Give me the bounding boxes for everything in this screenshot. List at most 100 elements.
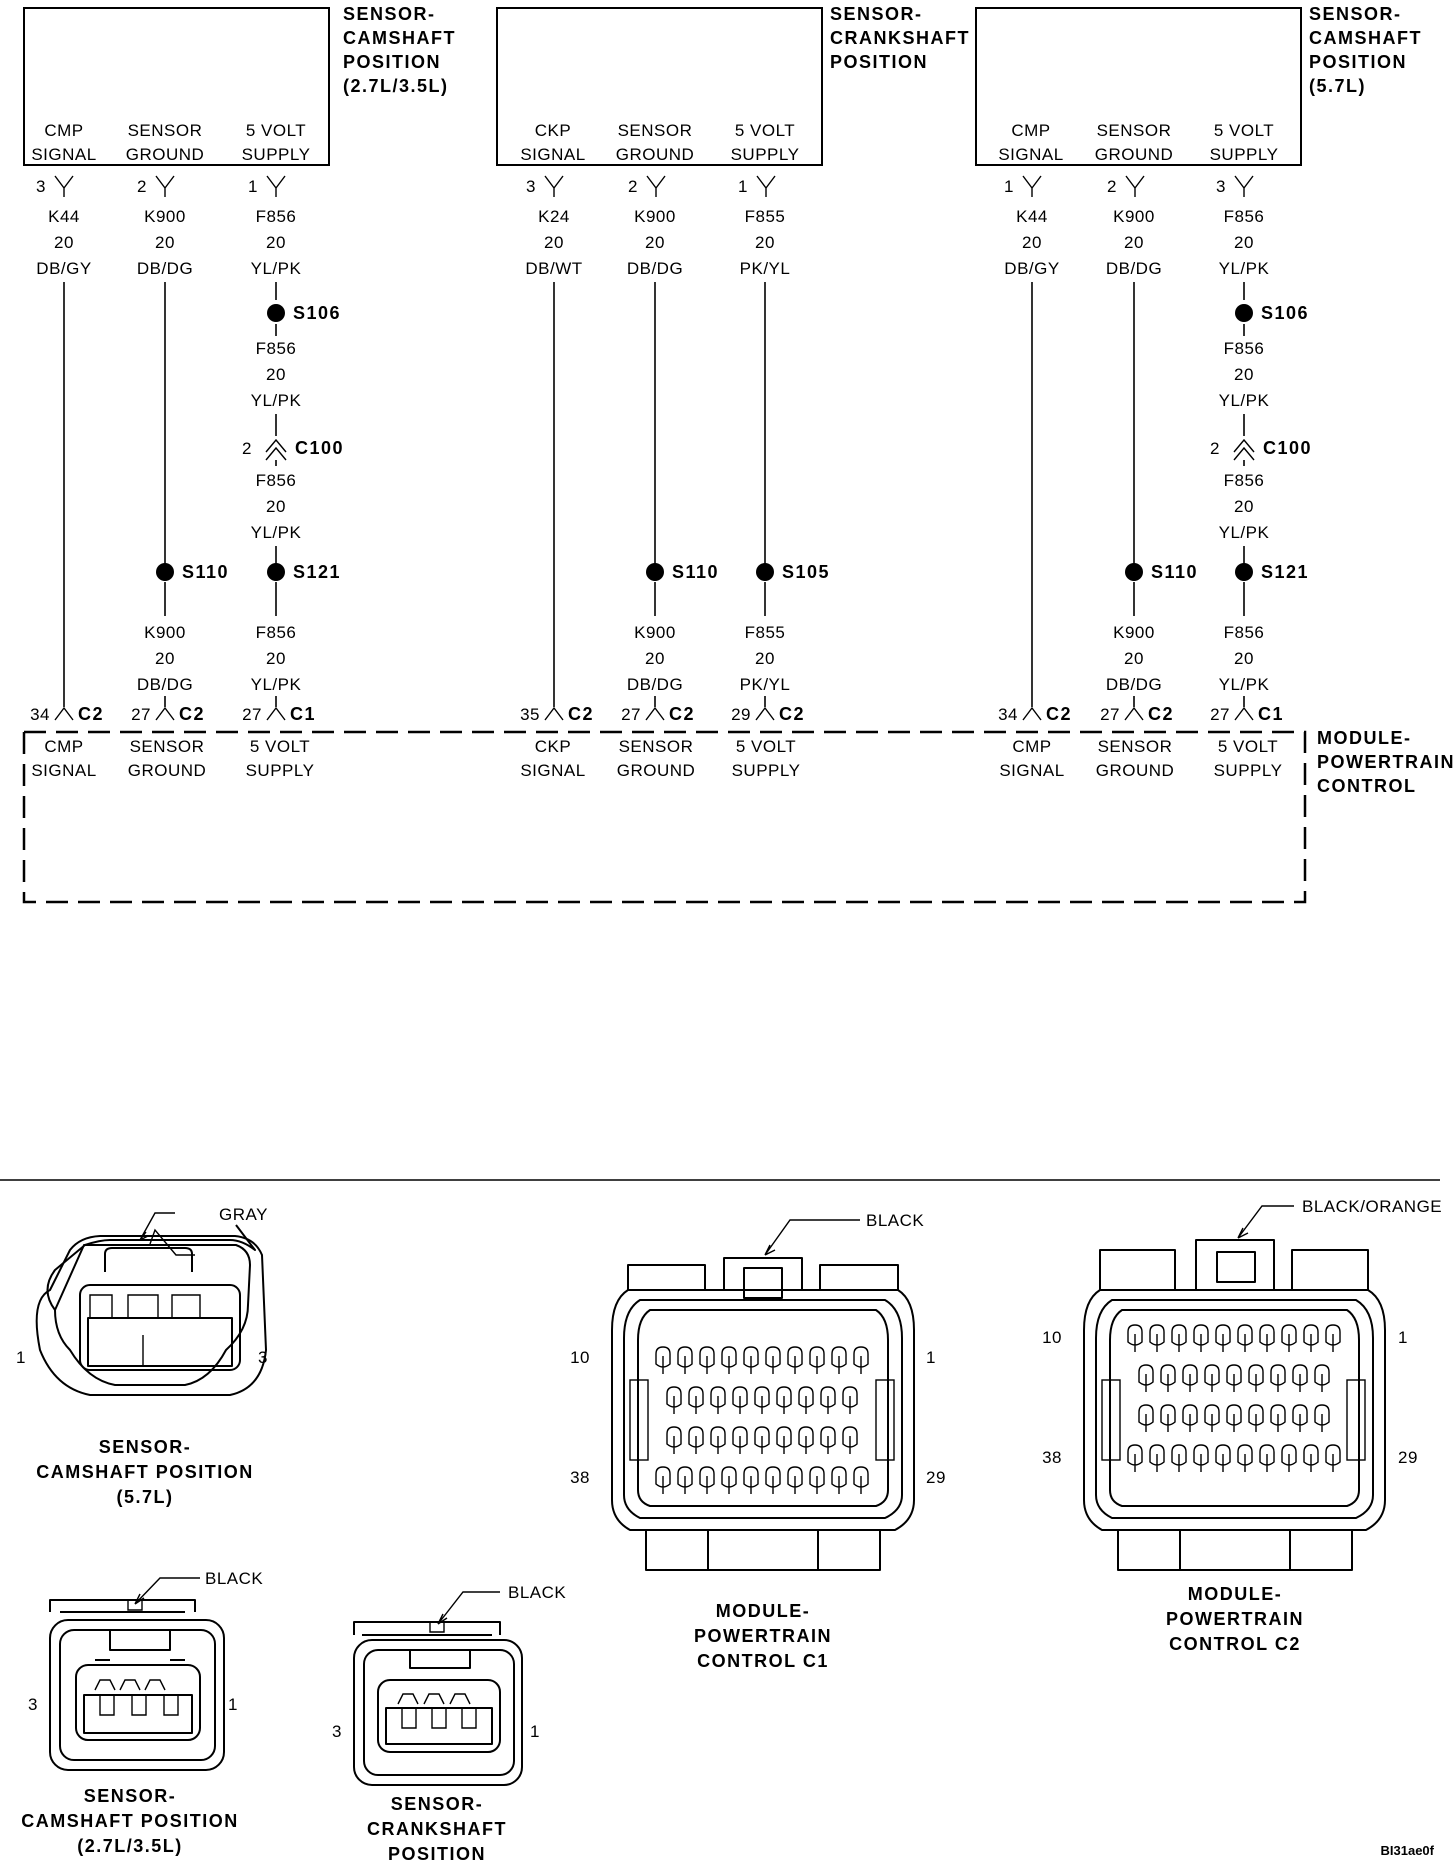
connector-color: BLACK: [205, 1569, 263, 1588]
svg-text:SIGNAL: SIGNAL: [520, 761, 585, 780]
svg-text:DB/DG: DB/DG: [1106, 259, 1162, 278]
svg-text:CAMSHAFT POSITION: CAMSHAFT POSITION: [21, 1811, 239, 1831]
svg-text:K900: K900: [634, 623, 676, 642]
pin-cavity: [1182, 1404, 1198, 1432]
svg-text:29: 29: [1398, 1448, 1418, 1467]
pin-cavity: [1171, 1324, 1187, 1352]
svg-text:20: 20: [755, 233, 775, 252]
svg-text:SUPPLY: SUPPLY: [242, 145, 311, 164]
svg-text:YL/PK: YL/PK: [251, 523, 302, 542]
svg-text:C1: C1: [1258, 704, 1284, 724]
svg-text:GROUND: GROUND: [128, 761, 207, 780]
pin-cavity: [1237, 1444, 1253, 1472]
pcm-pin-number: 34: [30, 705, 50, 724]
pin-cavity: [776, 1386, 792, 1414]
svg-text:20: 20: [1022, 233, 1042, 252]
svg-text:1: 1: [16, 1348, 26, 1367]
svg-text:29: 29: [926, 1468, 946, 1487]
svg-text:S121: S121: [1261, 562, 1309, 582]
pin-cavity: [809, 1346, 825, 1374]
pin-cavity: [688, 1386, 704, 1414]
svg-text:SENSOR: SENSOR: [1097, 121, 1172, 140]
pin-cavity: [1292, 1364, 1308, 1392]
pin-cavity-grid: [1127, 1324, 1341, 1472]
svg-text:29: 29: [731, 705, 751, 724]
svg-text:K24: K24: [538, 207, 570, 226]
svg-text:POWERTRAIN: POWERTRAIN: [1317, 752, 1455, 772]
figure-code: BI31ae0f: [1381, 1843, 1435, 1858]
pin-cavity: [1193, 1324, 1209, 1352]
svg-text:S105: S105: [782, 562, 830, 582]
svg-text:5 VOLT: 5 VOLT: [736, 737, 796, 756]
pin-number: 3: [36, 177, 46, 196]
svg-text:DB/GY: DB/GY: [36, 259, 91, 278]
svg-text:POSITION: POSITION: [1309, 52, 1407, 72]
svg-text:YL/PK: YL/PK: [251, 391, 302, 410]
connector-view-pcm-c1: BLACK 10 1 38 29 MODULE- POWERTRAIN CONT…: [570, 1211, 946, 1671]
pin-cavity: [831, 1346, 847, 1374]
svg-text:POSITION: POSITION: [343, 52, 441, 72]
svg-text:2: 2: [242, 439, 252, 458]
svg-text:CKP: CKP: [535, 121, 571, 140]
sensor-title: SENSOR-: [830, 4, 923, 24]
svg-text:5 VOLT: 5 VOLT: [735, 121, 795, 140]
svg-text:YL/PK: YL/PK: [1219, 675, 1270, 694]
svg-text:DB/DG: DB/DG: [1106, 675, 1162, 694]
svg-text:GROUND: GROUND: [1095, 145, 1174, 164]
pin-cavity: [798, 1386, 814, 1414]
connector-title: SENSOR-: [84, 1786, 177, 1806]
svg-text:20: 20: [155, 649, 175, 668]
svg-text:1: 1: [248, 177, 258, 196]
svg-text:S110: S110: [672, 562, 719, 582]
pin-cavity: [1138, 1364, 1154, 1392]
connector-shell: [1083, 1289, 1386, 1531]
svg-text:20: 20: [645, 233, 665, 252]
svg-text:20: 20: [266, 365, 286, 384]
connector-shell: [49, 1619, 225, 1771]
pin-cavity: [831, 1466, 847, 1494]
pcm-module-box: [22, 730, 1307, 904]
svg-text:YL/PK: YL/PK: [1219, 259, 1270, 278]
color-pointer: [139, 1212, 175, 1241]
pin-cavity: [1325, 1324, 1341, 1352]
pin-cavity: [1215, 1444, 1231, 1472]
pin-cavity: [809, 1466, 825, 1494]
pin-cavity: [1182, 1364, 1198, 1392]
svg-text:(2.7L/3.5L): (2.7L/3.5L): [77, 1836, 183, 1856]
svg-text:F856: F856: [1224, 471, 1265, 490]
pin-cavity: [820, 1426, 836, 1454]
pin-cavity: [1204, 1404, 1220, 1432]
connector-view-ckp: BLACK 3 1 SENSOR- CRANKSHAFT POSITION: [332, 1583, 566, 1860]
svg-text:C1: C1: [290, 704, 316, 724]
svg-text:K900: K900: [144, 207, 186, 226]
svg-text:5 VOLT: 5 VOLT: [1214, 121, 1274, 140]
connector-title: SENSOR-: [391, 1794, 484, 1814]
svg-text:3: 3: [258, 1348, 268, 1367]
svg-text:SIGNAL: SIGNAL: [999, 761, 1064, 780]
svg-text:POWERTRAIN: POWERTRAIN: [694, 1626, 832, 1646]
svg-text:27: 27: [1210, 705, 1230, 724]
pin-cavity: [710, 1386, 726, 1414]
svg-text:SIGNAL: SIGNAL: [520, 145, 585, 164]
pin-cavity: [743, 1466, 759, 1494]
connector-view-pcm-c2: BLACK/ORANGE 10 1 38 29 MODULE- POWERTRA…: [1042, 1197, 1442, 1654]
pin-cavity: [1281, 1444, 1297, 1472]
svg-text:DB/DG: DB/DG: [627, 675, 683, 694]
svg-text:38: 38: [1042, 1448, 1062, 1467]
svg-text:SENSOR: SENSOR: [1098, 737, 1173, 756]
svg-text:2: 2: [137, 177, 147, 196]
svg-text:20: 20: [544, 233, 564, 252]
svg-text:20: 20: [645, 649, 665, 668]
svg-text:DB/DG: DB/DG: [137, 259, 193, 278]
svg-text:CRANKSHAFT: CRANKSHAFT: [830, 28, 970, 48]
connector-color: GRAY: [219, 1205, 268, 1224]
wire-circuit: K44: [48, 207, 80, 226]
svg-text:S110: S110: [1151, 562, 1198, 582]
color-pointer: [1237, 1205, 1294, 1239]
splice-dot: [267, 304, 285, 322]
svg-text:20: 20: [1234, 233, 1254, 252]
pin-cavity: [1193, 1444, 1209, 1472]
sensor-cmp-57-box: [975, 7, 1302, 166]
svg-text:20: 20: [266, 649, 286, 668]
svg-text:F856: F856: [256, 471, 297, 490]
